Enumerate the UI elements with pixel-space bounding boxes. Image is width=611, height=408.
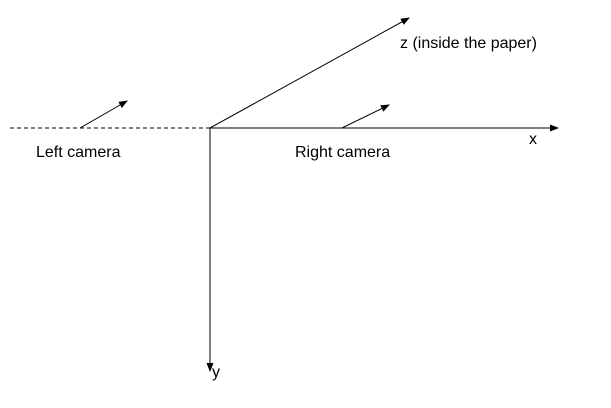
z-axis-arrow — [209, 17, 410, 129]
left-camera-label: Left camera — [36, 144, 121, 161]
y-axis-label: y — [212, 364, 220, 381]
x-axis-label: x — [529, 131, 537, 148]
left-camera-direction-arrow — [79, 100, 128, 129]
z-axis-label: z (inside the paper) — [400, 35, 537, 52]
right-camera-direction-arrow — [341, 104, 390, 129]
right-camera-label: Right camera — [295, 144, 390, 161]
